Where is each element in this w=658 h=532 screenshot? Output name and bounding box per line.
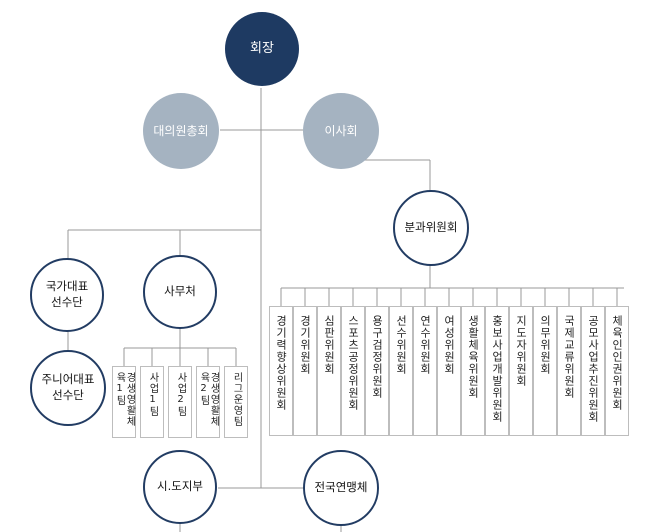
committee-box: 지도자위원회 [509, 306, 533, 436]
subcommittee-node: 분과위원회 [393, 190, 469, 266]
committee-box: 용구검정위원회 [365, 306, 389, 436]
federation-label: 전국연맹체 [314, 480, 368, 495]
team-box: 경생영활체육1팀 [112, 366, 136, 438]
committee-box: 경기위원회 [293, 306, 317, 436]
board-label: 이사회 [324, 123, 358, 138]
secretariat-node: 사무처 [143, 255, 217, 329]
delegates-node: 대의원총회 [143, 93, 219, 169]
committee-box: 의무위원회 [533, 306, 557, 436]
team-box: 사업2팀 [168, 366, 192, 438]
city-branch-label: 시.도지부 [157, 479, 203, 494]
committee-drops [280, 288, 618, 306]
president-node: 회장 [225, 12, 299, 86]
committee-box: 생활체육위원회 [461, 306, 485, 436]
federation-node: 전국연맹체 [303, 450, 379, 526]
committee-box: 여성위원회 [437, 306, 461, 436]
secretariat-label: 사무처 [164, 284, 196, 299]
committee-box: 홍보사업개발위원회 [485, 306, 509, 436]
committee-box: 연수위원회 [413, 306, 437, 436]
committee-box: 선수위원회 [389, 306, 413, 436]
committee-box: 경기력향상위원회 [269, 306, 293, 436]
junior-team-node: 주니어대표 선수단 [30, 350, 106, 426]
subcommittee-label: 분과위원회 [404, 220, 458, 235]
committee-box: 스포츠공정위원회 [341, 306, 365, 436]
committee-box: 체육인인권위원회 [605, 306, 629, 436]
team-box: 경생영활체육2팀 [196, 366, 220, 438]
committee-box: 심판위원회 [317, 306, 341, 436]
junior-team-label: 주니어대표 선수단 [41, 372, 95, 402]
board-node: 이사회 [303, 93, 379, 169]
committee-box: 국제교류위원회 [557, 306, 581, 436]
team-box: 리그운영팀 [224, 366, 248, 438]
delegates-label: 대의원총회 [153, 123, 209, 138]
team-drops [123, 348, 237, 366]
president-label: 회장 [250, 41, 274, 57]
national-team-label: 국가대표 선수단 [45, 279, 89, 309]
committee-box: 공모사업추진위원회 [581, 306, 605, 436]
city-branch-node: 시.도지부 [143, 450, 217, 524]
national-team-node: 국가대표 선수단 [30, 258, 104, 332]
team-box: 사업1팀 [140, 366, 164, 438]
